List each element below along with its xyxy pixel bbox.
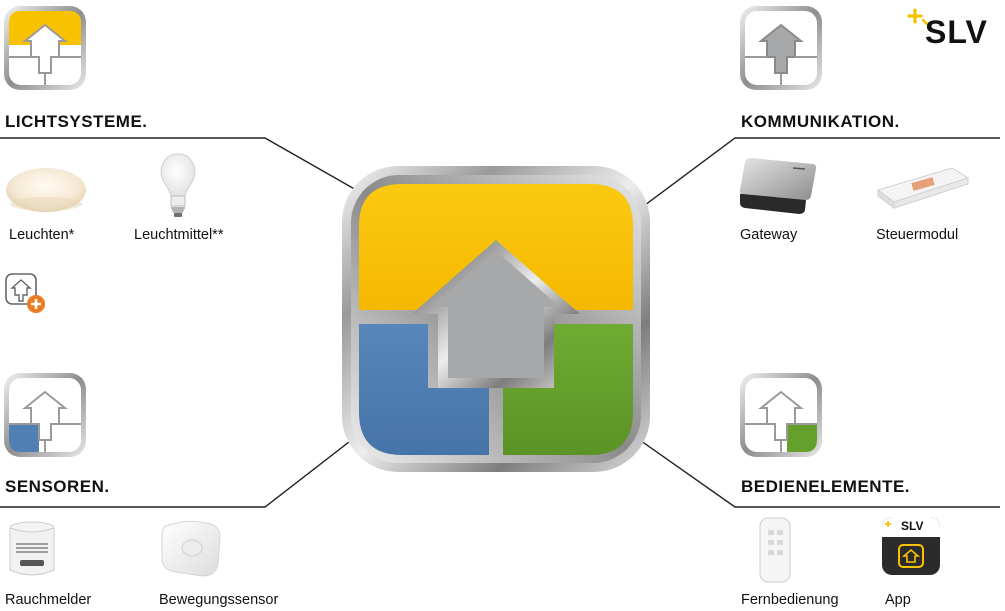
- lichtsysteme-title: LICHTSYSTEME.: [5, 112, 148, 131]
- ceiling-light-image: [4, 164, 88, 216]
- kommunikation-title: KOMMUNIKATION.: [741, 112, 900, 131]
- slv-logo: SLV: [905, 6, 1000, 50]
- item-bewegungssensor: Bewegungssensor: [159, 592, 279, 608]
- smoke-detector-image: [6, 520, 58, 582]
- light-bulb-image: [158, 152, 198, 218]
- bedienelemente-icon: [739, 372, 823, 458]
- item-steuermodul: Steuermodul: [876, 227, 959, 243]
- motion-sensor-image: [158, 516, 224, 580]
- app-icon[interactable]: SLV: [881, 516, 941, 576]
- logo-text: SLV: [925, 14, 988, 50]
- remote-control-image: [756, 516, 794, 584]
- kommunikation-icon: [739, 5, 823, 91]
- item-rauchmelder: Rauchmelder: [5, 592, 92, 608]
- control-module-image: [874, 160, 970, 212]
- item-gateway: Gateway: [740, 227, 798, 243]
- item-app: App: [885, 592, 911, 608]
- item-fernbedienung: Fernbedienung: [741, 592, 839, 608]
- gateway-image: [737, 154, 819, 218]
- sensoren-icon: [3, 372, 87, 458]
- app-icon-text: SLV: [901, 519, 924, 533]
- bedienelemente-title: BEDIENELEMENTE.: [741, 477, 911, 496]
- item-leuchten: Leuchten*: [9, 227, 75, 243]
- lichtsysteme-icon: [3, 5, 87, 91]
- house-add-icon[interactable]: [5, 273, 47, 315]
- central-smart-home-icon: [342, 166, 650, 472]
- item-leuchtmittel: Leuchtmittel**: [134, 227, 224, 243]
- sensoren-title: SENSOREN.: [5, 477, 110, 496]
